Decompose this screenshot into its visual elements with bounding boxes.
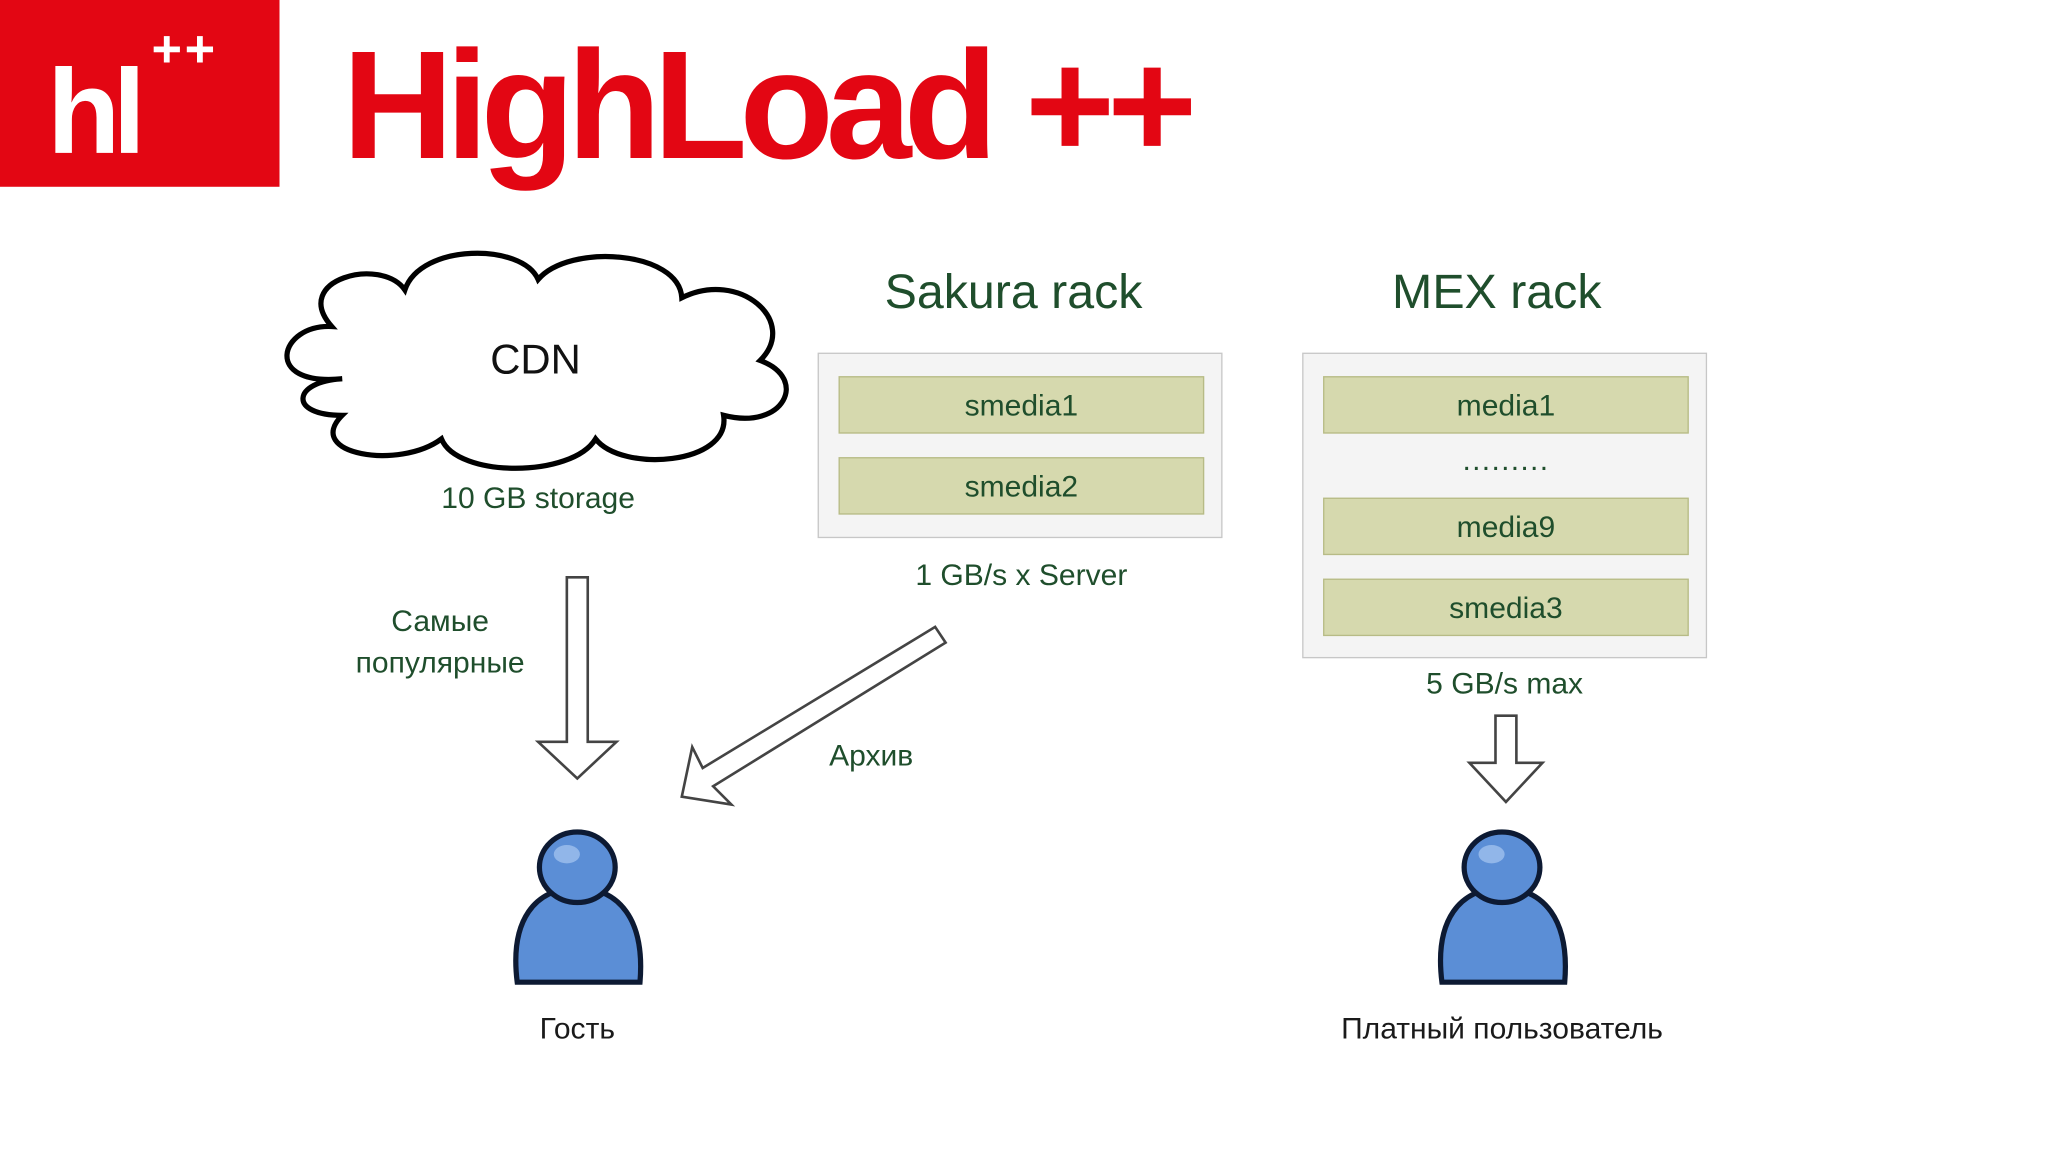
- server-smedia2: smedia2: [838, 457, 1205, 515]
- sakura-rack: smedia1 smedia2: [817, 352, 1223, 539]
- logo-superscript: ++: [151, 20, 218, 79]
- popular-label-line1: Самые: [391, 603, 489, 638]
- mex-caption: 5 GB/s max: [1426, 666, 1584, 701]
- cdn-caption: 10 GB storage: [441, 480, 635, 515]
- logo-mark: hl: [47, 45, 146, 179]
- archive-label: Архив: [829, 737, 914, 772]
- server-media1: media1: [1323, 376, 1689, 434]
- server-ellipsis: .........: [1462, 442, 1550, 477]
- mex-rack: media1 ......... media9 smedia3: [1302, 352, 1708, 659]
- sakura-caption: 1 GB/s x Server: [915, 557, 1128, 592]
- popular-label-line2: популярные: [355, 645, 525, 680]
- paid-user-label: Платный пользователь: [1341, 1010, 1663, 1045]
- mex-rack-title: MEX rack: [1392, 265, 1602, 319]
- logo-badge: [0, 0, 280, 187]
- cdn-cloud-icon: [284, 250, 789, 471]
- cdn-label: CDN: [490, 335, 581, 383]
- sakura-rack-title: Sakura rack: [884, 265, 1143, 319]
- server-smedia3: smedia3: [1323, 578, 1689, 637]
- paid-user-icon: [1438, 829, 1568, 985]
- arrow-mex-to-paid: [1466, 714, 1546, 804]
- brand-title: HighLoad ++: [342, 19, 1197, 192]
- arrow-sakura-to-guest: [680, 625, 948, 807]
- server-smedia1: smedia1: [838, 376, 1205, 434]
- guest-user-icon: [513, 829, 644, 985]
- guest-label: Гость: [539, 1010, 615, 1045]
- server-media9: media9: [1323, 497, 1689, 556]
- arrow-cdn-to-guest: [534, 575, 620, 781]
